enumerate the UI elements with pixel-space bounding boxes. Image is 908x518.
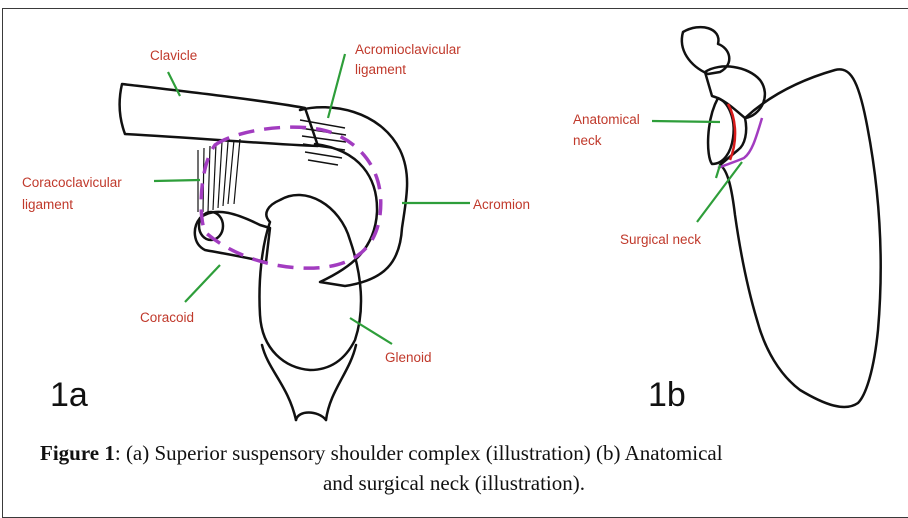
anatomical-neck-leader: [652, 121, 720, 122]
shoulder-illustration: Clavicle Acromioclavicular ligament Cora…: [0, 0, 908, 440]
panel-1a-label: 1a: [50, 376, 88, 414]
clavicle-shape: [120, 84, 318, 146]
caption-figure-number: Figure 1: [40, 441, 115, 465]
coracoclavicular-leader: [154, 180, 200, 181]
acromioclavicular-label-line2: ligament: [355, 62, 406, 77]
coracoid-label: Coracoid: [140, 310, 194, 325]
coracoclavicular-label-line2: ligament: [22, 197, 73, 212]
scapula-body-1b: [720, 69, 881, 407]
coracoclavicular-label-line1: Coracoclavicular: [22, 175, 122, 190]
figure-caption: Figure 1: (a) Superior suspensory should…: [0, 438, 908, 498]
acromioclavicular-label-line1: Acromioclavicular: [355, 42, 461, 57]
anatomical-neck-label-line2: neck: [573, 133, 602, 148]
acromion-label: Acromion: [473, 197, 530, 212]
glenoid-leader: [350, 318, 392, 344]
coracoid-shape: [195, 212, 270, 262]
panel-1b-label: 1b: [648, 376, 686, 414]
coracoclavicular-fibers: [198, 139, 240, 212]
coracoid-leader: [185, 265, 220, 302]
caption-line-1: Figure 1: (a) Superior suspensory should…: [0, 438, 908, 468]
clavicle-leader: [168, 72, 180, 96]
glenoid-label: Glenoid: [385, 350, 432, 365]
panel-1b-drawing: [682, 27, 881, 407]
acromion-shape: [300, 107, 407, 286]
clavicle-label: Clavicle: [150, 48, 197, 63]
caption-line-1-text: : (a) Superior suspensory shoulder compl…: [115, 441, 723, 465]
glenoid-shape: [259, 195, 361, 370]
scapula-neck-right: [326, 345, 356, 420]
anatomical-neck-label-line1: Anatomical: [573, 112, 640, 127]
surgical-neck-label: Surgical neck: [620, 232, 701, 247]
acromioclavicular-fibers: [300, 120, 346, 165]
caption-line-2: and surgical neck (illustration).: [0, 468, 908, 498]
scapula-body-lines: [296, 413, 326, 421]
